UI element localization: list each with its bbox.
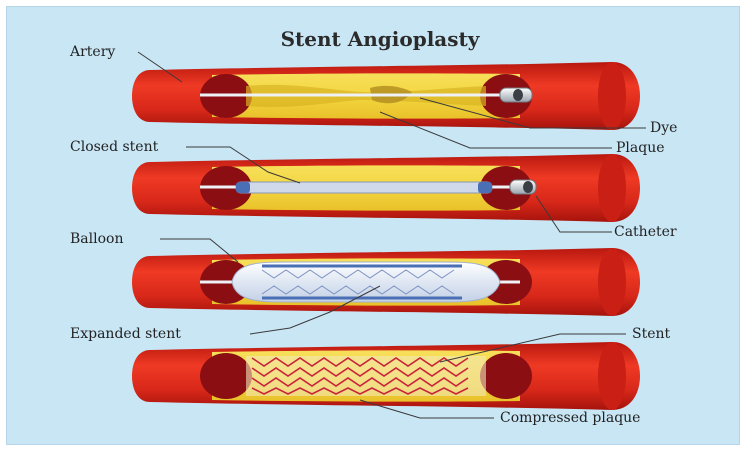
- label-catheter: Catheter: [614, 224, 677, 240]
- label-compressed-plaque: Compressed plaque: [500, 410, 640, 426]
- balloon: [232, 262, 500, 302]
- artery-2: [132, 154, 640, 222]
- artery-4: [132, 342, 640, 410]
- label-dye: Dye: [650, 120, 677, 136]
- closed-stent: [236, 182, 492, 193]
- artery-3: [132, 248, 640, 316]
- label-closed-stent: Closed stent: [70, 139, 159, 155]
- label-expanded-stent: Expanded stent: [70, 326, 181, 342]
- label-artery: Artery: [69, 44, 115, 60]
- label-stent: Stent: [632, 326, 671, 342]
- artery-1: [132, 62, 640, 130]
- diagram-title: Stent Angioplasty: [281, 27, 481, 51]
- label-balloon: Balloon: [70, 231, 123, 247]
- label-plaque: Plaque: [616, 140, 665, 156]
